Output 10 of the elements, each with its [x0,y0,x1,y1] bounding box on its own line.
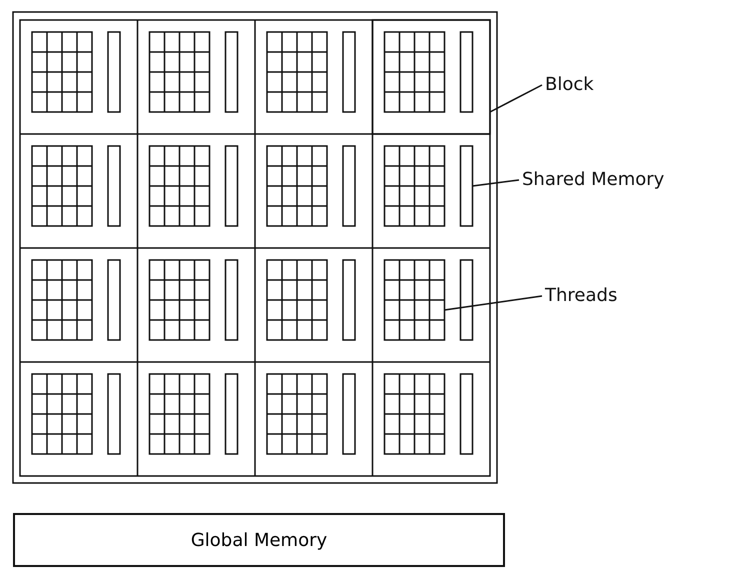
thread-grid [384,259,446,341]
callout-label: Block [545,74,594,96]
leader-line [444,295,542,311]
leader-line [472,179,520,187]
callout-label: Threads [545,285,618,307]
shared-memory-bar [460,145,474,227]
global-memory-box: Global Memory [13,513,505,567]
block-outline [372,19,491,135]
callout-label: Shared Memory [522,169,664,191]
leader-line [490,84,542,113]
